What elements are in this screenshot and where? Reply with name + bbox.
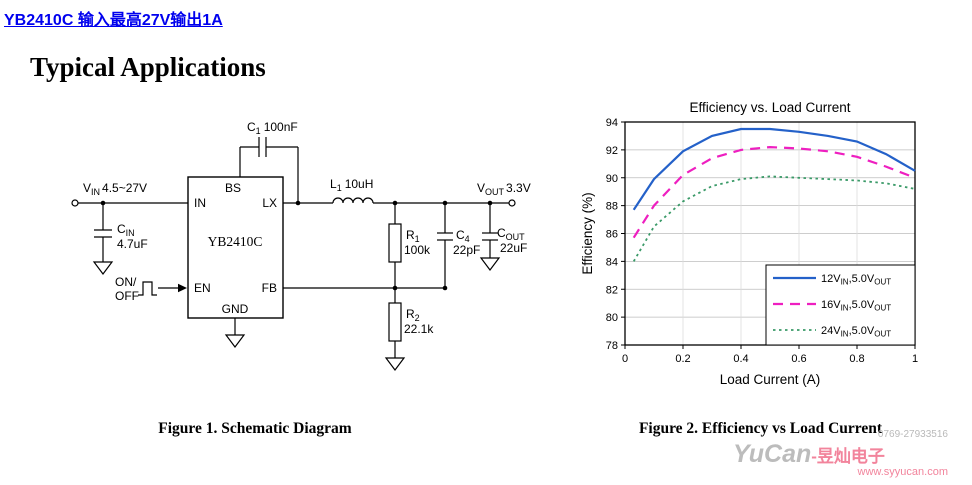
- ground-symbol-cin: [92, 261, 114, 275]
- pin-fb: FB: [262, 281, 277, 295]
- xtick-label: 0: [622, 353, 628, 365]
- pin-en: EN: [194, 281, 211, 295]
- legend-label-24VIN,5.0VOUT: 24VIN,5.0VOUT: [821, 325, 891, 339]
- watermark-brand-latin: YuCan: [733, 439, 812, 468]
- cout-value: 22uF: [500, 241, 527, 255]
- vout-terminal: [508, 199, 516, 207]
- ground-symbol-cout: [479, 257, 501, 271]
- watermark-brand: YuCan-昱灿电子: [733, 439, 948, 468]
- ground-symbol-r2: [384, 357, 406, 371]
- chart-xlabel: Load Current (A): [720, 372, 821, 387]
- xtick-label: 0.2: [675, 353, 690, 365]
- watermark: 0769-27933516 YuCan-昱灿电子 www.syyucan.com: [733, 429, 948, 478]
- cin-label: CIN: [117, 222, 135, 238]
- ytick-label: 88: [606, 201, 618, 213]
- legend-label-12VIN,5.0VOUT: 12VIN,5.0VOUT: [821, 273, 891, 287]
- pin-gnd: GND: [222, 302, 249, 316]
- c4-capacitor: [437, 232, 453, 241]
- r2-resistor: [388, 302, 402, 342]
- ytick-label: 84: [606, 256, 618, 268]
- efficiency-chart-svg: 78 80 82 84 86 88 90 92 94 0 0.2 0.4 0.6 0.8 1 12VIN,5.…: [580, 100, 918, 387]
- cin-value: 4.7uF: [117, 237, 148, 251]
- header-part-link[interactable]: YB2410C 输入最高27V输出1A: [4, 12, 223, 29]
- r1-value: 100k: [404, 243, 431, 257]
- c4-label: C4: [456, 228, 470, 244]
- chart-ylabel: Efficiency (%): [580, 192, 595, 274]
- enable-pulse-symbol: [138, 281, 187, 296]
- xtick-label: 0.6: [791, 353, 806, 365]
- chart-title: Efficiency vs. Load Current: [689, 100, 850, 115]
- series-line-16VIN,5.0VOUT: [632, 145, 916, 239]
- xtick-label: 1: [912, 353, 918, 365]
- c4-value: 22pF: [453, 243, 480, 257]
- ground-symbol-ic: [224, 334, 246, 348]
- ytick-label: 78: [606, 340, 618, 352]
- onoff-label-2: OFF: [115, 289, 139, 303]
- page-title: Typical Applications: [30, 52, 266, 82]
- watermark-phone: 0769-27933516: [877, 429, 948, 440]
- pin-lx: LX: [262, 196, 277, 210]
- cout-capacitor: [482, 232, 498, 241]
- efficiency-chart-figure: 78 80 82 84 86 88 90 92 94 0 0.2 0.4 0.6 0.8 1 12VIN,5.…: [580, 95, 928, 412]
- onoff-label-1: ON/: [115, 275, 137, 289]
- watermark-url: www.syyucan.com: [857, 465, 948, 478]
- watermark-brand-cn: -昱灿电子: [811, 446, 885, 466]
- cin-capacitor: [94, 229, 112, 238]
- series-line-12VIN,5.0VOUT: [632, 127, 916, 211]
- schematic-wires: [78, 146, 509, 358]
- ytick-label: 92: [606, 145, 618, 157]
- c1-capacitor: [258, 137, 267, 157]
- cout-label: COUT: [497, 226, 525, 242]
- ytick-label: 90: [606, 173, 618, 185]
- xtick-label: 0.4: [733, 353, 748, 365]
- series-line-24VIN,5.0VOUT: [632, 175, 916, 262]
- vin-terminal: [71, 199, 79, 207]
- ic-name: YB2410C: [208, 234, 263, 249]
- ytick-label: 82: [606, 284, 618, 296]
- legend-label-16VIN,5.0VOUT: 16VIN,5.0VOUT: [821, 299, 891, 313]
- figure2-caption: Figure 2. Efficiency vs Load Current: [638, 420, 883, 437]
- ytick-label: 80: [606, 312, 618, 324]
- junction-dots: [100, 200, 493, 291]
- l1-inductor: [332, 197, 374, 204]
- figure1-caption: Figure 1. Schematic Diagram: [158, 420, 352, 437]
- r2-value: 22.1k: [404, 322, 434, 336]
- r1-resistor: [388, 223, 402, 263]
- xtick-label: 0.8: [849, 353, 864, 365]
- ytick-label: 94: [606, 117, 618, 129]
- r2-label: R2: [406, 307, 420, 323]
- pin-bs: BS: [225, 181, 241, 195]
- pin-in: IN: [194, 196, 206, 210]
- r1-label: R1: [406, 228, 420, 244]
- ic-yb2410c: [187, 176, 284, 319]
- ytick-label: 86: [606, 229, 618, 241]
